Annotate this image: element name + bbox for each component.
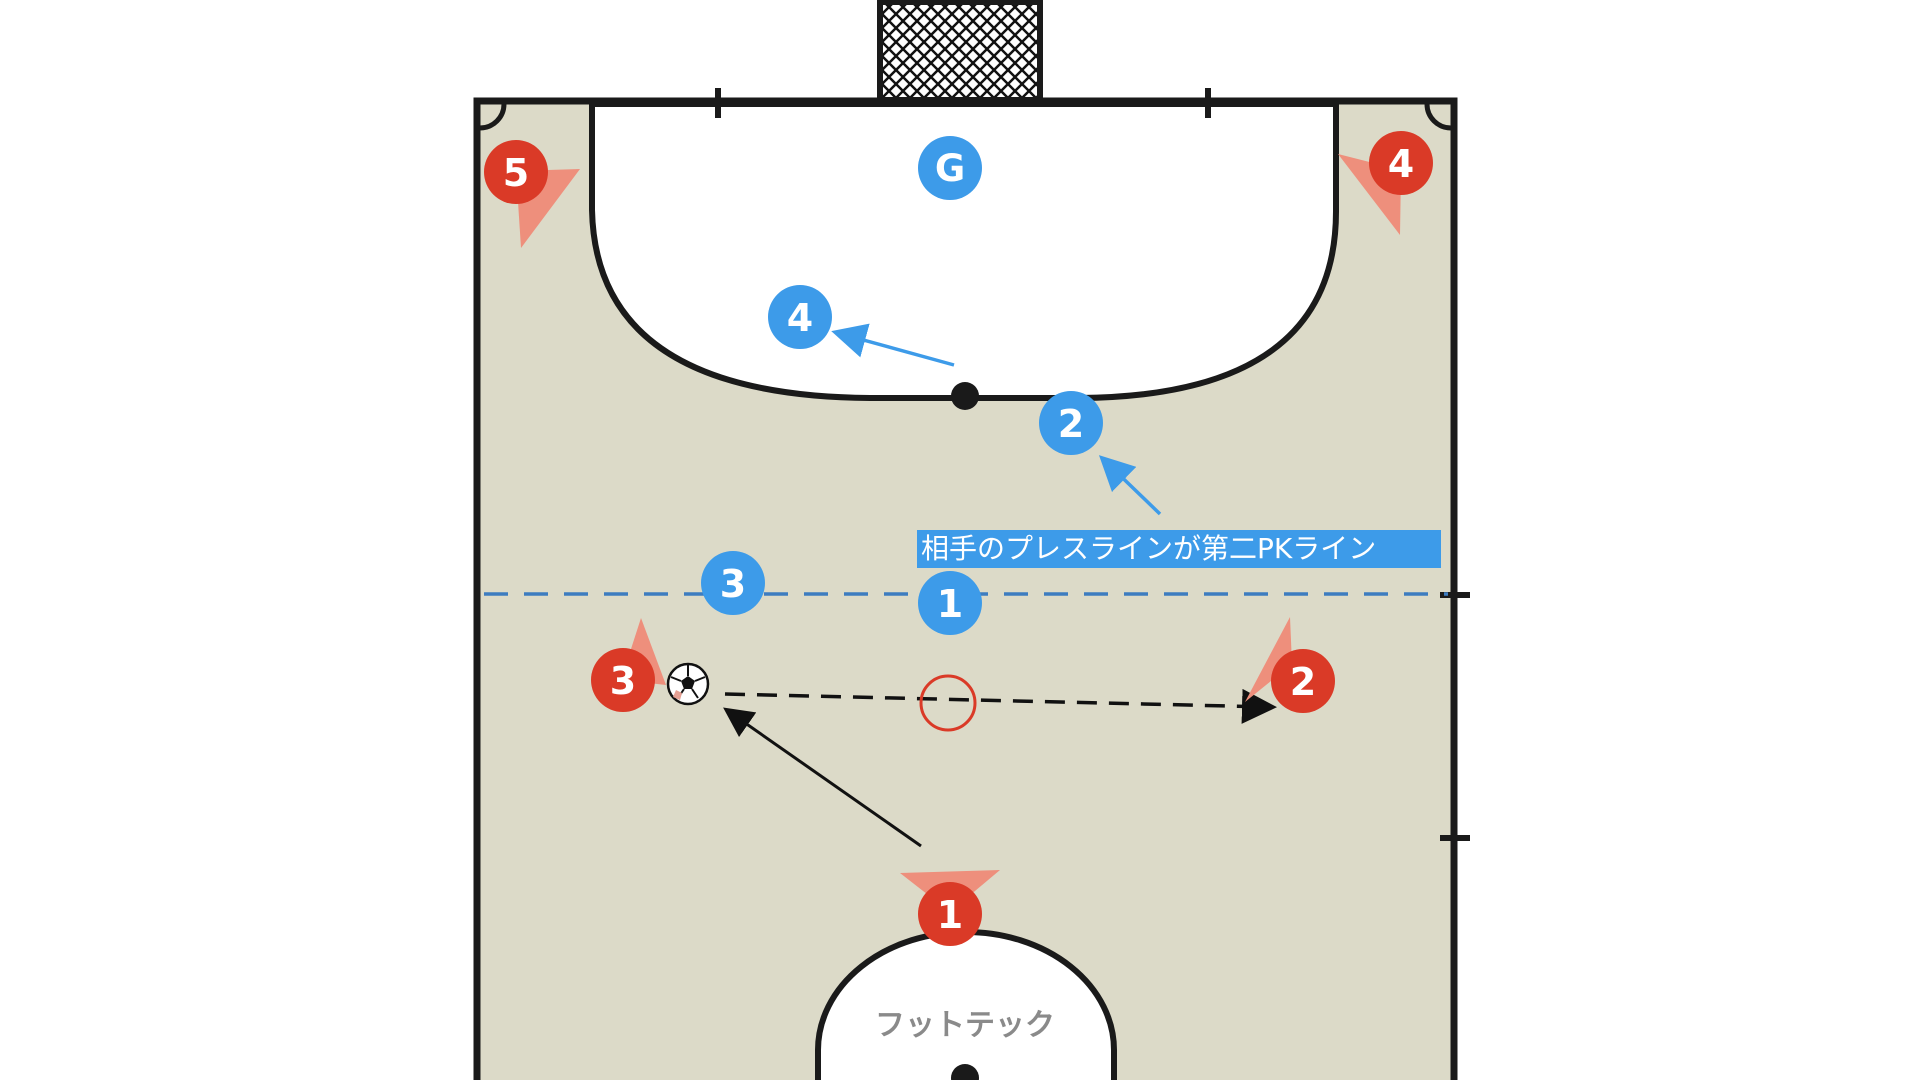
penalty-spot xyxy=(951,382,979,410)
run-arrow xyxy=(723,707,922,848)
red-player-3: 3 xyxy=(591,648,655,712)
corner-arc-right xyxy=(1424,103,1452,131)
goal-net-icon xyxy=(877,0,1043,103)
red-player-3-label: 3 xyxy=(610,659,636,703)
blue-player-g: G xyxy=(918,136,982,200)
soccer-ball-icon xyxy=(666,662,710,706)
blue-player-2: 2 xyxy=(1039,391,1103,455)
blue-player-4: 4 xyxy=(768,285,832,349)
brand-watermark: フットテック xyxy=(875,1008,1055,1043)
red-player-5: 5 xyxy=(484,140,548,204)
blue-player-g-label: G xyxy=(935,147,965,190)
blue-player-1: 1 xyxy=(918,571,982,635)
red-player-2-label: 2 xyxy=(1290,660,1316,704)
blue-player-3-label: 3 xyxy=(720,562,746,606)
blue-4-move-arrow xyxy=(831,323,955,367)
red-player-1-label: 1 xyxy=(937,893,963,937)
blue-player-1-label: 1 xyxy=(937,582,963,626)
corner-arc-left xyxy=(479,103,507,131)
blue-player-3: 3 xyxy=(701,551,765,615)
blue-player-2-label: 2 xyxy=(1058,402,1084,446)
pass-arrow xyxy=(724,688,1277,724)
red-player-4-label: 4 xyxy=(1388,142,1414,186)
red-player-5-label: 5 xyxy=(503,151,529,195)
center-spot xyxy=(951,1064,979,1080)
target-zone-circle xyxy=(919,674,977,732)
red-player-4: 4 xyxy=(1369,131,1433,195)
red-player-1: 1 xyxy=(918,882,982,946)
blue-player-4-label: 4 xyxy=(787,296,813,340)
red-player-2: 2 xyxy=(1271,649,1335,713)
press-line-annotation: 相手のプレスラインが第二PKライン xyxy=(917,530,1441,568)
red-2-cone xyxy=(1245,617,1292,702)
blue-2-move-arrow xyxy=(1098,455,1162,516)
